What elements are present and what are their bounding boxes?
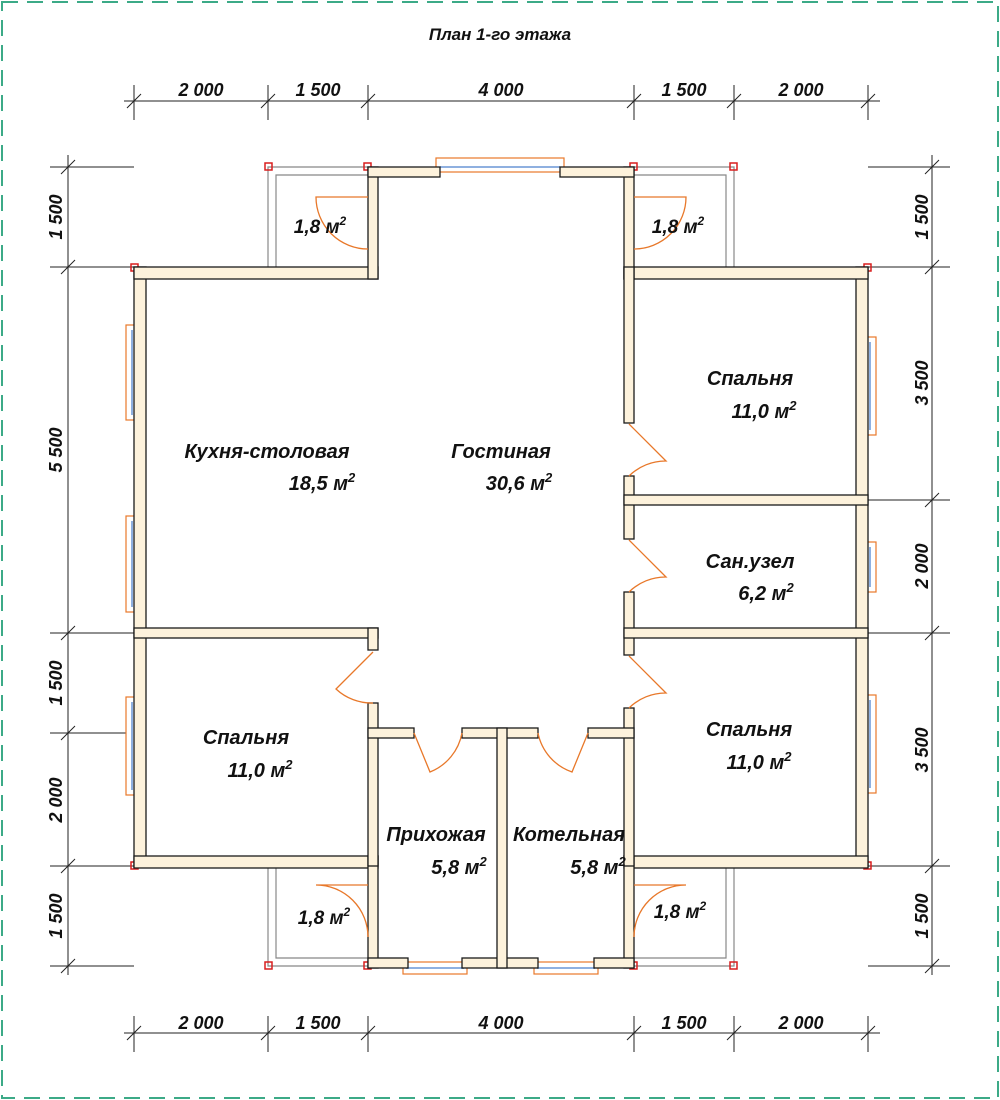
dim-top-5: 2 000 — [777, 80, 823, 100]
porch-bottom-right-area: 1,8 м2 — [654, 899, 707, 923]
porch-railings — [267, 166, 735, 967]
room-living-name: Гостиная — [451, 441, 551, 463]
dim-top-1: 2 000 — [177, 80, 223, 100]
room-bedroom-top-area: 11,0 м2 — [731, 398, 797, 423]
room-hall-name: Прихожая — [386, 824, 485, 846]
dim-bottom-2: 1 500 — [295, 1013, 340, 1033]
dim-top-3: 4 000 — [477, 80, 523, 100]
porch-bottom-left-area: 1,8 м2 — [298, 905, 351, 929]
dimension-lines — [50, 85, 950, 1052]
dim-left-5: 1 500 — [46, 893, 66, 938]
dim-left-2: 5 500 — [46, 427, 66, 472]
walls — [133, 166, 869, 969]
room-bedroom-bottom-area: 11,0 м2 — [726, 749, 792, 774]
room-boiler-area: 5,8 м2 — [570, 854, 626, 879]
dim-top-2: 1 500 — [295, 80, 340, 100]
dim-right-1: 1 500 — [912, 194, 932, 239]
room-bedroom-left-name: Спальня — [203, 727, 289, 749]
dim-right-5: 1 500 — [912, 893, 932, 938]
dim-left-1: 1 500 — [46, 194, 66, 239]
room-living-area: 30,6 м2 — [486, 470, 553, 495]
dim-bottom-3: 4 000 — [477, 1013, 523, 1033]
dimension-labels: 2 000 1 500 4 000 1 500 2 000 2 000 1 50… — [46, 80, 932, 1033]
porch-top-right-area: 1,8 м2 — [652, 214, 705, 238]
room-kitchen-area: 18,5 м2 — [289, 470, 356, 495]
dim-right-2: 3 500 — [912, 360, 932, 405]
room-bathroom-name: Сан.узел — [706, 551, 795, 573]
dim-bottom-4: 1 500 — [661, 1013, 706, 1033]
doors — [315, 196, 687, 938]
dim-right-3: 2 000 — [912, 543, 932, 589]
porch-top-left-area: 1,8 м2 — [294, 214, 347, 238]
room-kitchen-name: Кухня-столовая — [184, 441, 349, 463]
dim-top-4: 1 500 — [661, 80, 706, 100]
room-labels: Кухня-столовая 18,5 м2 Гостиная 30,6 м2 … — [184, 214, 797, 929]
room-bathroom-area: 6,2 м2 — [738, 580, 794, 605]
plan-title: План 1-го этажа — [429, 25, 571, 44]
dim-bottom-5: 2 000 — [777, 1013, 823, 1033]
dim-right-4: 3 500 — [912, 727, 932, 772]
room-bedroom-bottom-name: Спальня — [706, 719, 792, 741]
room-bedroom-left-area: 11,0 м2 — [227, 757, 293, 782]
room-bedroom-top-name: Спальня — [707, 368, 793, 390]
dim-bottom-1: 2 000 — [177, 1013, 223, 1033]
dim-left-3: 1 500 — [46, 660, 66, 705]
room-boiler-name: Котельная — [513, 824, 625, 846]
room-hall-area: 5,8 м2 — [431, 854, 487, 879]
dim-left-4: 2 000 — [46, 777, 66, 823]
